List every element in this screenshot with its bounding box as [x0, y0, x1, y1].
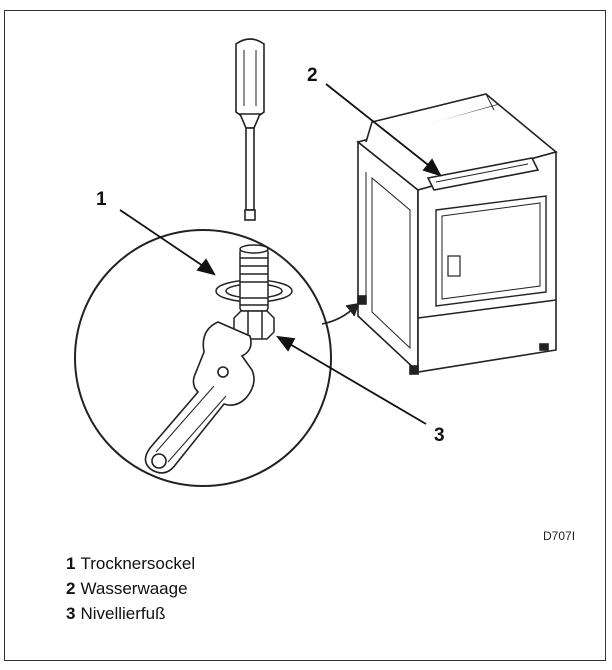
- legend-label: Nivellierfuß: [80, 604, 166, 623]
- legend-number: 2: [66, 579, 76, 598]
- clothes-dryer-icon: [356, 93, 558, 375]
- callout-2: 2: [307, 65, 318, 86]
- legend-label: Wasserwaage: [80, 579, 188, 598]
- legend-label: Trocknersockel: [80, 554, 196, 573]
- callout-3: 3: [434, 425, 445, 446]
- legend-number: 3: [66, 604, 76, 623]
- detail-arrow: [321, 302, 360, 325]
- spirit-level-icon: [426, 157, 540, 191]
- figure-frame: [4, 10, 606, 661]
- legend-number: 1: [66, 554, 76, 573]
- adjustable-wrench-icon: [144, 321, 255, 474]
- callout-1: 1: [96, 189, 107, 210]
- leveling-foot-icon: [215, 244, 293, 340]
- screwdriver-icon: [235, 38, 265, 221]
- figure-code: D707I: [543, 529, 576, 543]
- leader-lines: [119, 83, 442, 425]
